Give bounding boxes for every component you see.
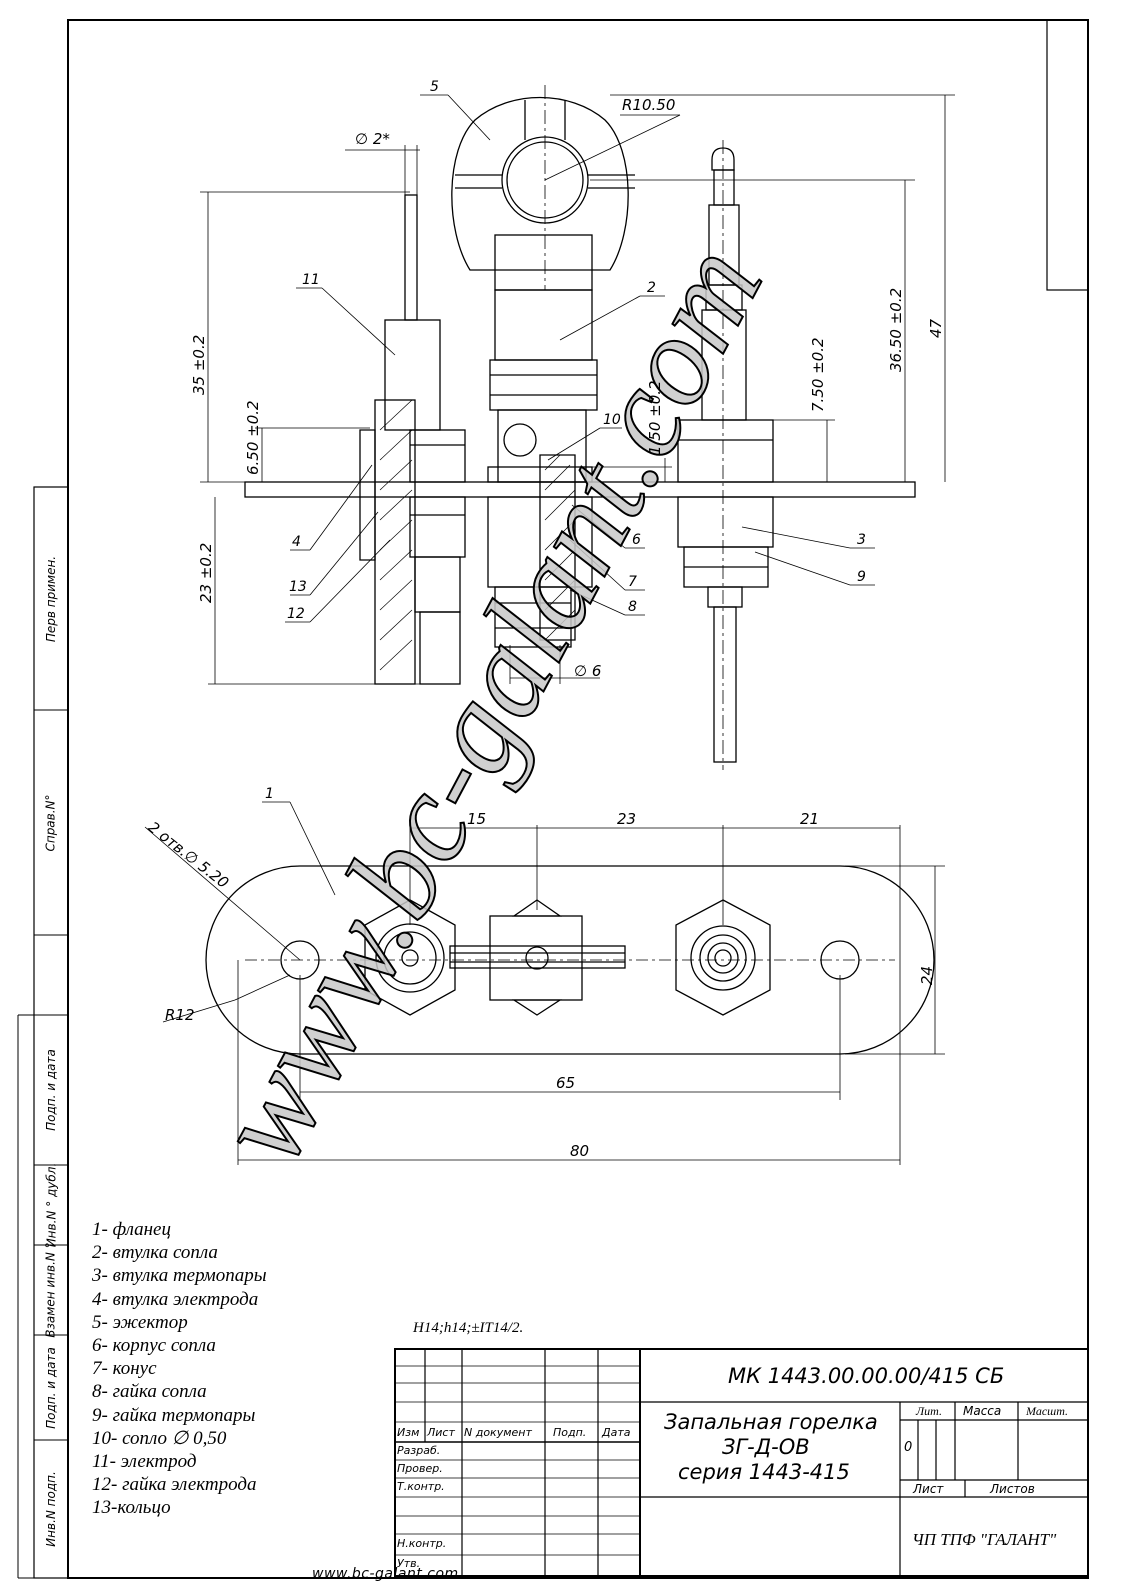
dim-36-50: 36.50 ±0.2 <box>887 288 905 372</box>
callout-3: 3 <box>857 532 866 548</box>
legend-item: 7- конус <box>92 1358 157 1380</box>
dim-23-height: 23 ±0.2 <box>197 543 215 603</box>
col-doc: N документ <box>464 1426 532 1439</box>
role-prover: Провер. <box>397 1462 443 1475</box>
legend-item: 6- корпус сопла <box>92 1335 216 1357</box>
role-tkontr: Т.контр. <box>397 1480 445 1493</box>
dim-80: 80 <box>570 1142 589 1160</box>
callout-13: 13 <box>289 579 307 595</box>
stamp-podp-data-1: Подп. и дата <box>44 1049 58 1131</box>
dim-1-50: 1.50 ±0.2 <box>646 380 664 455</box>
dim-7-50: 7.50 ±0.2 <box>809 337 827 412</box>
mass-header: Масса <box>963 1404 1002 1418</box>
callout-11: 11 <box>302 272 320 288</box>
stamp-inv-dubl: Инв.N ° дубл. <box>44 1162 59 1248</box>
dim-21: 21 <box>800 810 819 828</box>
doc-code: МК 1443.00.00.00/415 СБ <box>728 1364 1005 1388</box>
role-nkontr: Н.контр. <box>397 1537 447 1550</box>
role-razrab: Разраб. <box>397 1444 441 1457</box>
col-list: Лист <box>427 1426 455 1439</box>
dim-holes: 2 отв.∅ 5.20 <box>145 818 233 892</box>
stamp-podp-data-2: Подп. и дата <box>44 1346 58 1429</box>
legend-item: 4- втулка электрода <box>92 1288 259 1310</box>
stamp-vzamen-inv: Взамен инв.N ° <box>44 1242 59 1338</box>
callout-7: 7 <box>628 574 637 590</box>
top-view <box>200 85 955 770</box>
callout-10: 10 <box>603 412 621 428</box>
dim-23-width: 23 <box>617 810 636 828</box>
callout-1: 1 <box>265 786 274 802</box>
stamp-perv-primen: Перв примен. <box>44 555 58 642</box>
drawing-frame <box>17 19 1089 1579</box>
dim-electrode-diameter: ∅ 2* <box>355 130 390 148</box>
legend-item: 2- втулка сопла <box>92 1242 218 1264</box>
watermark: www.bc-galant.com <box>187 223 789 1185</box>
legend-item: 10- сопло ∅ 0,50 <box>92 1427 227 1449</box>
lit-header: Лит. <box>916 1404 942 1418</box>
col-podp: Подп. <box>553 1426 587 1439</box>
legend-item: 5- эжектор <box>92 1311 188 1333</box>
legend-item: 8- гайка сопла <box>92 1381 207 1403</box>
callout-6: 6 <box>632 532 641 548</box>
scale-header: Масшт. <box>1026 1404 1069 1418</box>
callout-2: 2 <box>647 280 656 296</box>
dim-35: 35 ±0.2 <box>190 335 208 395</box>
sheets-label: Листов <box>990 1482 1035 1496</box>
sheet-label: Лист <box>913 1482 944 1496</box>
dim-24: 24 <box>918 966 936 985</box>
dim-r12: R12 <box>165 1006 195 1024</box>
tolerance-note: H14;h14;±IT14/2. <box>413 1320 524 1336</box>
legend-item: 11- электрод <box>92 1451 197 1473</box>
dim-15: 15 <box>467 810 486 828</box>
stamp-sprav: Справ.N° <box>44 793 58 852</box>
callout-9: 9 <box>857 569 866 585</box>
callout-8: 8 <box>628 599 637 615</box>
legend-item: 1- фланец <box>92 1219 171 1240</box>
lit-value: 0 <box>904 1440 913 1455</box>
bottom-view <box>144 801 945 1165</box>
dim-6-50: 6.50 ±0.2 <box>244 400 262 475</box>
callout-4: 4 <box>292 534 301 550</box>
legend-item: 13-кольцо <box>92 1497 171 1519</box>
callout-5: 5 <box>430 79 439 95</box>
title-line-3: серия 1443-415 <box>678 1460 850 1484</box>
col-data: Дата <box>602 1426 631 1439</box>
company-name: ЧП ТПФ "ГАЛАНТ" <box>912 1530 1057 1549</box>
title-line-1: Запальная горелка <box>664 1410 878 1434</box>
legend-item: 3- втулка термопары <box>92 1265 267 1287</box>
legend-item: 9- гайка термопары <box>92 1404 256 1426</box>
dim-diameter-6: ∅ 6 <box>574 662 601 680</box>
legend-item: 12- гайка электрода <box>92 1474 257 1496</box>
title-block-grid <box>394 1348 1089 1577</box>
stamp-inv-podl: Инв.N подп. <box>44 1471 58 1547</box>
col-izm: Изм <box>397 1426 420 1439</box>
footer-url: www.bc-galant.com <box>312 1566 459 1582</box>
dim-47: 47 <box>927 318 945 338</box>
dim-65: 65 <box>556 1074 575 1092</box>
dim-ejector-radius: R10.50 <box>622 96 675 114</box>
title-line-2: ЗГ-Д-ОВ <box>722 1435 810 1459</box>
callout-12: 12 <box>287 606 305 622</box>
role-utv: Утв. <box>397 1557 421 1570</box>
parts-legend: 1- фланец 2- втулка сопла 3- втулка терм… <box>92 1218 392 1520</box>
